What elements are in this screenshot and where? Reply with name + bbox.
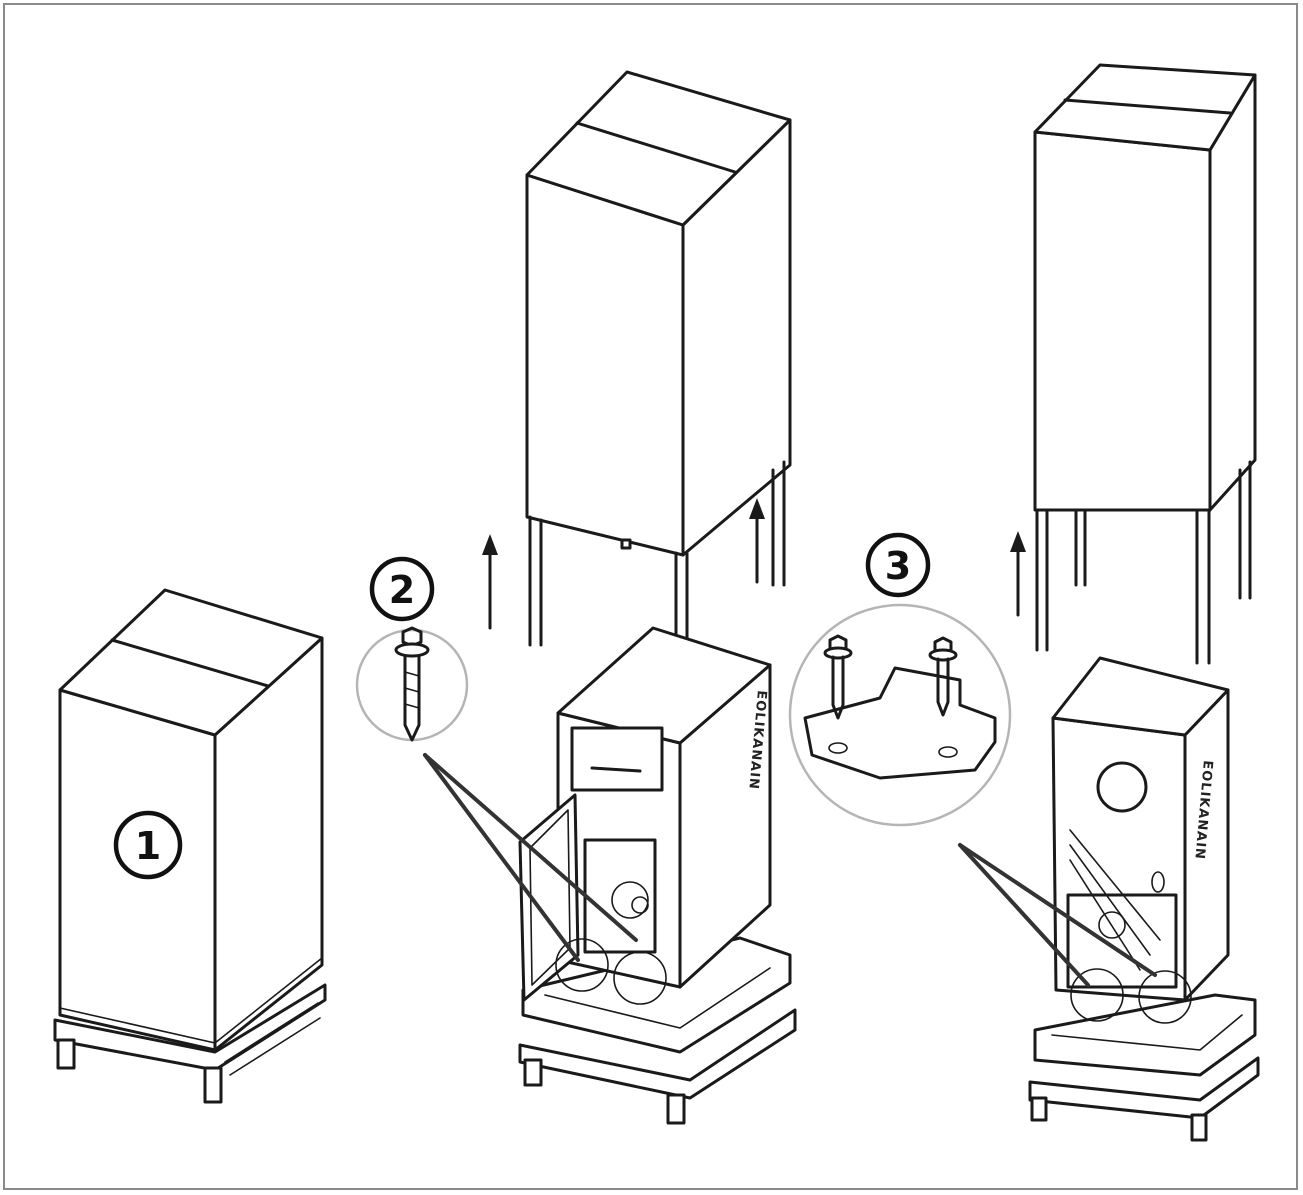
bolt-detail-2b — [613, 951, 667, 1005]
lifted-carton-3 — [1033, 63, 1257, 665]
packed-unit — [53, 588, 327, 1104]
step-number-2: 2 — [389, 568, 415, 612]
bolt-detail-2a — [555, 938, 609, 992]
step-badge-2: 2 — [369, 556, 435, 622]
open-door-2 — [518, 793, 580, 1002]
step-badge-1: 1 — [113, 810, 183, 880]
lifted-carton-2 — [525, 70, 792, 687]
pallet-2 — [518, 936, 797, 1125]
unit-body-2: EOLIKANAIN — [556, 626, 772, 989]
lift-arrow-2b — [749, 498, 765, 584]
bracket-zoom-3 — [788, 603, 1012, 827]
bracket-detail-3a — [1070, 968, 1124, 1022]
leader-3a — [958, 843, 1090, 987]
screw-zoom-2 — [355, 626, 469, 742]
leader-3b — [958, 843, 1157, 977]
bracket-detail-3b — [1138, 970, 1192, 1024]
step-number-3: 3 — [885, 544, 911, 588]
step-number-1: 1 — [135, 824, 161, 868]
leader-2a — [423, 753, 580, 962]
unit-body-3: EOLIKANAIN — [1051, 656, 1230, 1002]
leader-2b — [423, 753, 638, 942]
lift-arrow-2a — [482, 534, 498, 630]
pallet-3 — [1028, 993, 1260, 1142]
lift-arrow-3 — [1010, 531, 1026, 617]
step-badge-3: 3 — [865, 532, 931, 598]
box-tape — [110, 638, 270, 688]
pallet-1 — [53, 983, 327, 1104]
figure-frame — [3, 3, 1298, 1190]
